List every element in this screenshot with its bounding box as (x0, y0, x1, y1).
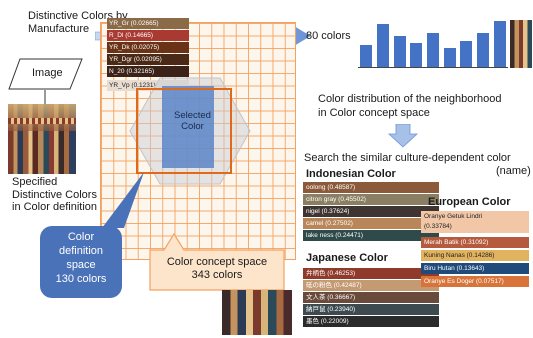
arrow-down-blue-icon (388, 124, 418, 148)
concept-callout-text: Color concept space 343 colors (166, 256, 268, 281)
list-item: 文人茶 (0.36667) (303, 292, 439, 303)
list-item: 弁柄色 (0.46253) (303, 268, 439, 279)
arrow-down-icon (44, 90, 46, 104)
histogram-caption: Color distribution of the neighborhood i… (318, 93, 502, 119)
european-title: European Color (428, 196, 511, 208)
bottom-fabric-photo (222, 290, 292, 335)
swatch-row: YR_Gr (0.02665) (107, 18, 189, 29)
histogram-bar (360, 45, 373, 67)
color-definition-text: Color definition space 130 colors (55, 231, 107, 285)
swatch-row: N_20 (0.32165) (107, 66, 189, 77)
list-item: citron gray (0.45502) (303, 194, 439, 205)
distinctive-colors-title: Distinctive Colors by Manufacture (28, 10, 128, 35)
histogram-bar (460, 41, 473, 67)
list-item: Biru Hutan (0.13643) (421, 263, 529, 274)
list-item: 砥の粉色 (0.42487) (303, 280, 439, 291)
concept-grid (100, 22, 296, 260)
list-item: lake ness (0.24471) (303, 230, 439, 241)
color-definition-callout (40, 226, 122, 298)
swatch-row: YR_Dk (0.02075) (107, 42, 189, 53)
fabric-photo (8, 104, 76, 174)
histogram-bar (427, 33, 439, 67)
indonesian-title: Indonesian Color (306, 168, 396, 180)
japanese-list: 弁柄色 (0.46253) 砥の粉色 (0.42487) 文人茶 (0.3666… (303, 268, 439, 332)
list-item: Oranye Getuk Lindri (0.33784) (421, 211, 529, 233)
histogram-bar (393, 36, 406, 67)
image-shape (8, 58, 83, 90)
european-list: Oranye Getuk Lindri (0.33784) Merah Bati… (421, 211, 529, 297)
swatch-row: R_Dl (0.14665) (107, 30, 189, 41)
histogram-thumbnail (510, 20, 532, 68)
list-item: nigel (0.37624) (303, 206, 439, 217)
histogram-bar (477, 33, 489, 67)
histogram-label: 80 colors (306, 30, 351, 42)
specified-colors-label: Specified Distinctive Colors in Color de… (12, 176, 129, 213)
search-name: (name) (496, 165, 531, 177)
histogram-bar (443, 48, 456, 67)
list-item: camel (0.27502) (303, 218, 439, 229)
list-item: Merah Batik (0.31092) (421, 237, 529, 248)
indonesian-list: oolong (0.48587) citron gray (0.45502) n… (303, 182, 439, 252)
swatch-row: YR_Vp (0.1231) (107, 80, 189, 91)
image-label: Image (32, 67, 63, 79)
list-item: 墨色 (0.22009) (303, 316, 439, 327)
histogram-chart (358, 20, 508, 68)
list-item: Oranye Es Doger (0.07517) (421, 276, 529, 287)
histogram-bar (410, 43, 423, 67)
histogram-bar (493, 21, 506, 67)
selection-square (136, 88, 232, 174)
callout-pointer (102, 172, 144, 228)
japanese-title: Japanese Color (306, 252, 388, 264)
histogram-bar (377, 24, 389, 67)
list-item: Kuning Nanas (0.14286) (421, 250, 529, 261)
list-item: oolong (0.48587) (303, 182, 439, 193)
search-title: Search the similar culture-dependent col… (304, 152, 511, 164)
list-item: 納戸鼠 (0.23940) (303, 304, 439, 315)
swatch-row: YR_Dgr (0.02095) (107, 54, 189, 65)
selected-color-label: Selected Color (174, 110, 211, 132)
neighborhood-hexagon (129, 77, 251, 185)
concept-callout-shape (149, 232, 285, 291)
